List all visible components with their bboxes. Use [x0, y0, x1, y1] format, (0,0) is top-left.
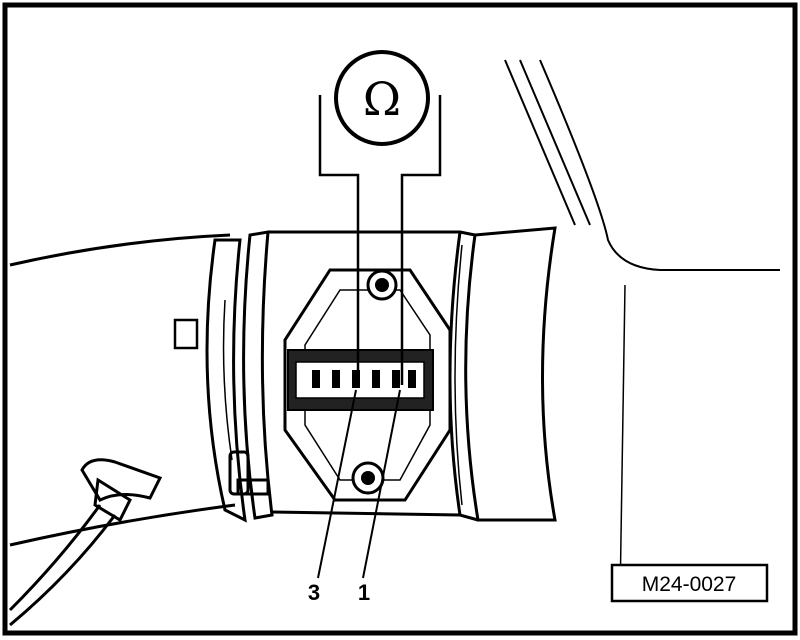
air-mass-meter-housing	[268, 226, 557, 522]
wiring-harness	[8, 458, 163, 627]
meter-probe-leads	[318, 95, 442, 385]
reference-code: M24-0027	[642, 573, 737, 596]
reference-code-box	[610, 563, 769, 603]
callout-label-3: 3	[308, 580, 320, 605]
hose-tab	[173, 318, 199, 350]
body-panel-lines	[504, 59, 780, 601]
hose-clamp	[205, 230, 274, 523]
callout-label-1: 1	[358, 580, 370, 605]
mounting-screw-top	[366, 269, 398, 301]
ohm-symbol-text: Ω	[363, 72, 401, 126]
intake-hose	[9, 233, 236, 547]
mounting-screw-bottom	[351, 461, 385, 495]
ohmmeter-symbol	[334, 50, 430, 146]
connector	[287, 349, 434, 411]
callout-leaders	[317, 389, 401, 579]
